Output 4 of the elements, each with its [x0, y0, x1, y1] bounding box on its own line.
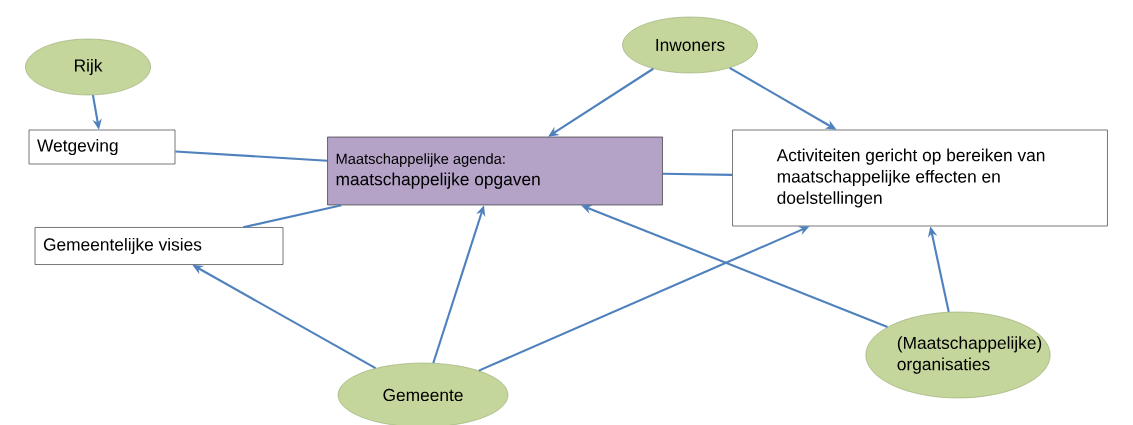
text-box: Gemeentelijke visies [34, 227, 284, 265]
agenda-box: Maatschappelijke agenda: maatschappelijke opgaven [327, 136, 663, 206]
text-box: Activiteiten gericht op bereiken van maatschappelijke effecten en doelstellingen [732, 129, 1108, 227]
text-box: Wetgeving [28, 129, 176, 165]
